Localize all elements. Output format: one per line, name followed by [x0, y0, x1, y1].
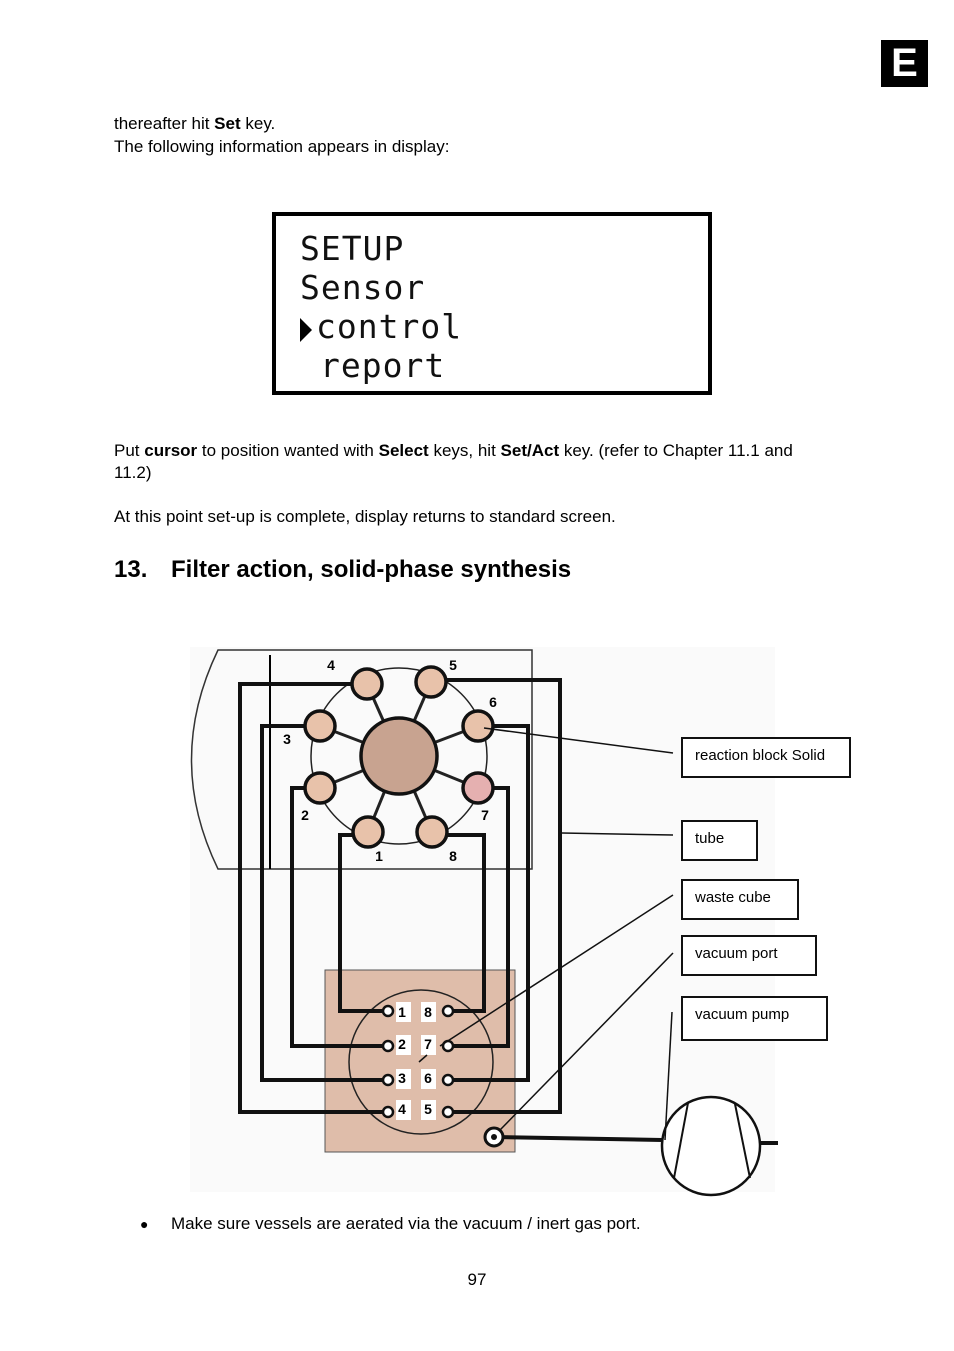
- lcd-line-4: report: [320, 346, 446, 385]
- block-number-5: 5: [449, 657, 457, 673]
- label-vacuum-pump: vacuum pump: [695, 1006, 789, 1023]
- label-waste-cube: waste cube: [694, 889, 771, 906]
- lcd-display: SETUP Sensor control report: [272, 212, 712, 395]
- section-heading: 13.Filter action, solid-phase synthesis: [114, 556, 572, 583]
- vessel-8: [415, 815, 449, 849]
- vessel-4: [350, 667, 384, 701]
- label-reaction-block: reaction block Solid: [695, 747, 825, 764]
- block-number-8: 8: [449, 848, 457, 864]
- cube-number-4: 4: [398, 1101, 406, 1117]
- cube-number-6: 6: [424, 1070, 432, 1086]
- block-number-1: 1: [375, 848, 383, 864]
- cube-number-7: 7: [424, 1036, 432, 1052]
- language-tab: E: [881, 40, 928, 87]
- block-number-3: 3: [283, 731, 291, 747]
- lcd-line-2: Sensor: [300, 268, 426, 307]
- lcd-line-1: SETUP: [300, 229, 405, 268]
- vacuum-pump-icon: [660, 1095, 762, 1197]
- intro-line-1: thereafter hit Set key.: [114, 114, 276, 133]
- vessel-2: [303, 771, 337, 805]
- vessel-5: [414, 665, 448, 699]
- reaction-block-center: [359, 716, 439, 796]
- cube-number-8: 8: [424, 1004, 432, 1020]
- cursor-arrow-icon: [300, 318, 312, 342]
- vessel-3: [303, 709, 337, 743]
- vessel-7: [461, 771, 495, 805]
- cube-number-1: 1: [398, 1004, 406, 1020]
- block-number-6: 6: [489, 694, 497, 710]
- cube-number-2: 2: [398, 1036, 406, 1052]
- instruction-text: Put cursor to position wanted with Selec…: [114, 441, 793, 482]
- block-number-7: 7: [481, 807, 489, 823]
- vessel-1: [351, 815, 385, 849]
- bullet-item: ●Make sure vessels are aerated via the v…: [140, 1214, 641, 1233]
- page-number: 97: [467, 1270, 487, 1289]
- cube-number-3: 3: [398, 1070, 406, 1086]
- lcd-line-3: control: [300, 308, 462, 346]
- label-vacuum-port: vacuum port: [695, 945, 778, 962]
- block-number-2: 2: [301, 807, 309, 823]
- cube-number-5: 5: [424, 1101, 432, 1117]
- intro-line-2: The following information appears in dis…: [114, 137, 450, 156]
- block-number-4: 4: [327, 657, 335, 673]
- label-tube: tube: [695, 830, 724, 847]
- complete-text: At this point set-up is complete, displa…: [114, 507, 616, 526]
- bullet-dot-icon: ●: [140, 1216, 149, 1232]
- vessel-6: [461, 709, 495, 743]
